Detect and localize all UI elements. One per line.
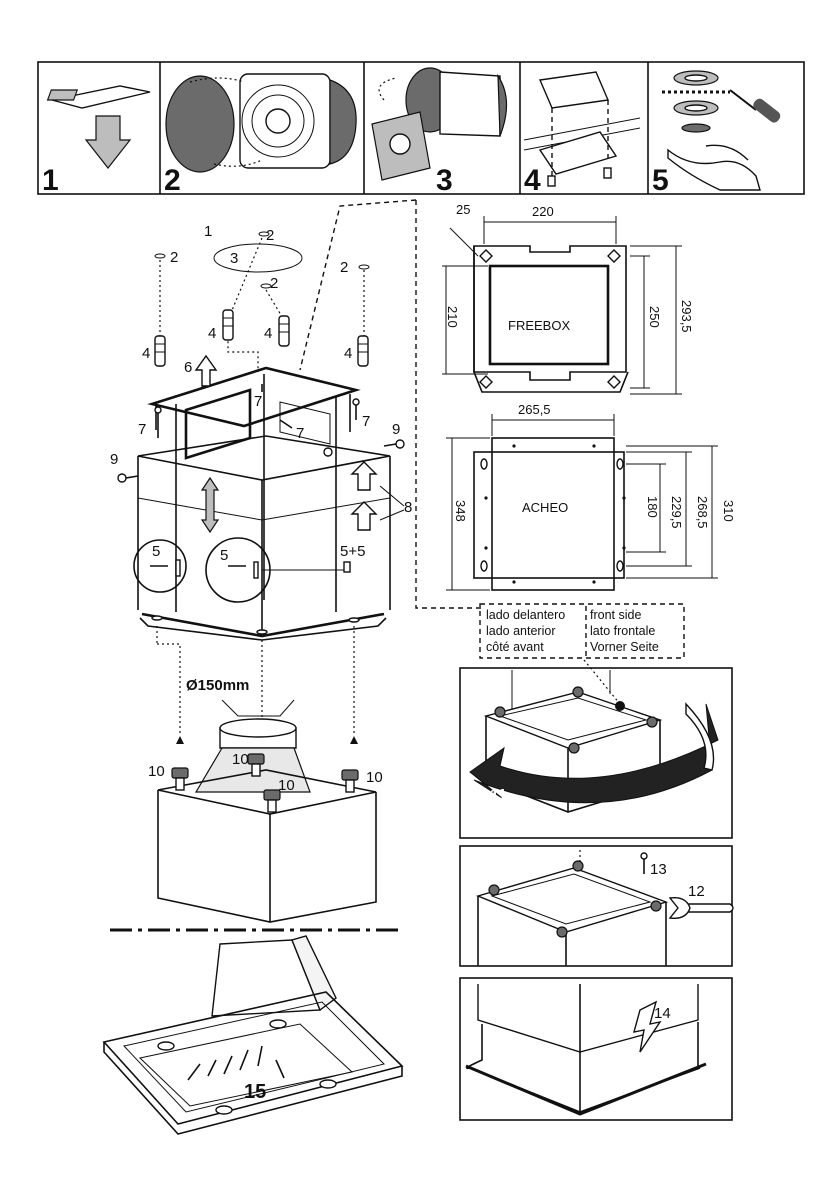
dimension-label: 220 xyxy=(532,204,554,219)
step3-illustration xyxy=(371,67,508,181)
bolt-10 xyxy=(263,789,281,813)
callout-label: 2 xyxy=(170,249,178,266)
step-number: 5 xyxy=(652,164,669,197)
callout-label: 9 xyxy=(392,421,400,438)
duct-diameter-label: Ø150mm xyxy=(186,677,249,694)
front-side-text: lado anterior xyxy=(486,624,556,638)
front-side-text: côté avant xyxy=(486,640,544,654)
front-side-text: Vorner Seite xyxy=(590,640,659,654)
bolt-10 xyxy=(341,769,359,793)
freebox-label: FREEBOX xyxy=(508,318,570,333)
callout-label: 5 xyxy=(220,547,228,564)
callout-label: 5 xyxy=(152,543,160,560)
step2-illustration xyxy=(165,73,357,173)
callout-label: 2 xyxy=(266,227,274,244)
wall-plug xyxy=(222,309,234,341)
panel-rotate: 11 xyxy=(459,667,733,839)
dimension-label: 180 xyxy=(645,496,660,518)
steps-strip: 1 2 3 4 5 xyxy=(37,61,805,197)
exploded-assembly: 1 2 2 2 2 3 4 4 4 4 6 7 7 7 7 8 9 9 5 5 … xyxy=(102,223,412,1135)
callout-label: 1 xyxy=(204,223,212,240)
callout-label: 4 xyxy=(264,325,272,342)
panel-number: 13 xyxy=(650,861,667,878)
step1-illustration xyxy=(46,85,151,169)
wall-plug xyxy=(357,335,369,367)
callout-label: 10 xyxy=(366,769,383,786)
dimension-label: 210 xyxy=(445,306,460,328)
acheo-bracket: 265,5 348 180 229,5 268,5 310 ACHEO xyxy=(446,402,736,591)
callout-label: 3 xyxy=(230,250,238,267)
step-number: 1 xyxy=(42,164,59,197)
callout-label: 5+5 xyxy=(340,543,365,560)
dimension-label: 25 xyxy=(456,202,470,217)
bolt-10 xyxy=(247,753,265,777)
bolt-10 xyxy=(171,767,189,791)
panel-number: 11 xyxy=(490,787,507,804)
dimension-label: 268,5 xyxy=(695,496,710,529)
front-side-box: lado delantero lado anterior côté avant … xyxy=(479,603,685,705)
callout-label: 7 xyxy=(138,421,146,438)
front-side-text: lado delantero xyxy=(486,608,565,622)
hood-screws xyxy=(187,1045,285,1081)
callout-label: 10 xyxy=(148,763,165,780)
dimension-label: 265,5 xyxy=(518,402,551,417)
callout-label: 8 xyxy=(404,499,412,516)
step-number: 4 xyxy=(524,164,541,197)
front-side-text: lato frontale xyxy=(590,624,655,638)
callout-label: 2 xyxy=(270,275,278,292)
dimension-label: 250 xyxy=(647,306,662,328)
step-number: 2 xyxy=(164,164,181,197)
step5-illustration xyxy=(662,70,781,191)
dimension-label: 229,5 xyxy=(669,496,684,529)
callout-label: 10 xyxy=(232,751,249,768)
screw-9 xyxy=(117,473,139,483)
callout-label: 6 xyxy=(184,359,192,376)
callout-label: 7 xyxy=(296,425,304,442)
callout-label: 4 xyxy=(142,345,150,362)
freebox-bracket: 220 25 210 250 293,5 FREEBOX xyxy=(442,202,694,395)
callout-label: 15 xyxy=(244,1081,266,1103)
panel-fasten: 13 12 xyxy=(459,845,734,967)
callout-label: 2 xyxy=(340,259,348,276)
dimension-label: 348 xyxy=(453,500,468,522)
callout-label: 4 xyxy=(208,325,216,342)
dimension-label: 293,5 xyxy=(679,300,694,333)
panel-slide-down: 14 xyxy=(459,977,733,1121)
front-side-text: front side xyxy=(590,608,641,622)
step4-illustration xyxy=(523,71,641,187)
screw-9 xyxy=(383,439,405,449)
wall-plug xyxy=(278,315,290,347)
dimension-label: 310 xyxy=(721,500,736,522)
step-number: 3 xyxy=(436,164,453,197)
acheo-label: ACHEO xyxy=(522,500,568,515)
callout-label: 7 xyxy=(254,393,262,410)
callout-label: 10 xyxy=(278,777,295,794)
callout-label: 4 xyxy=(344,345,352,362)
panel-number: 14 xyxy=(654,1005,671,1022)
wall-plug xyxy=(154,335,166,367)
panel-number: 12 xyxy=(688,883,705,900)
callout-label: 7 xyxy=(362,413,370,430)
callout-label: 9 xyxy=(110,451,118,468)
